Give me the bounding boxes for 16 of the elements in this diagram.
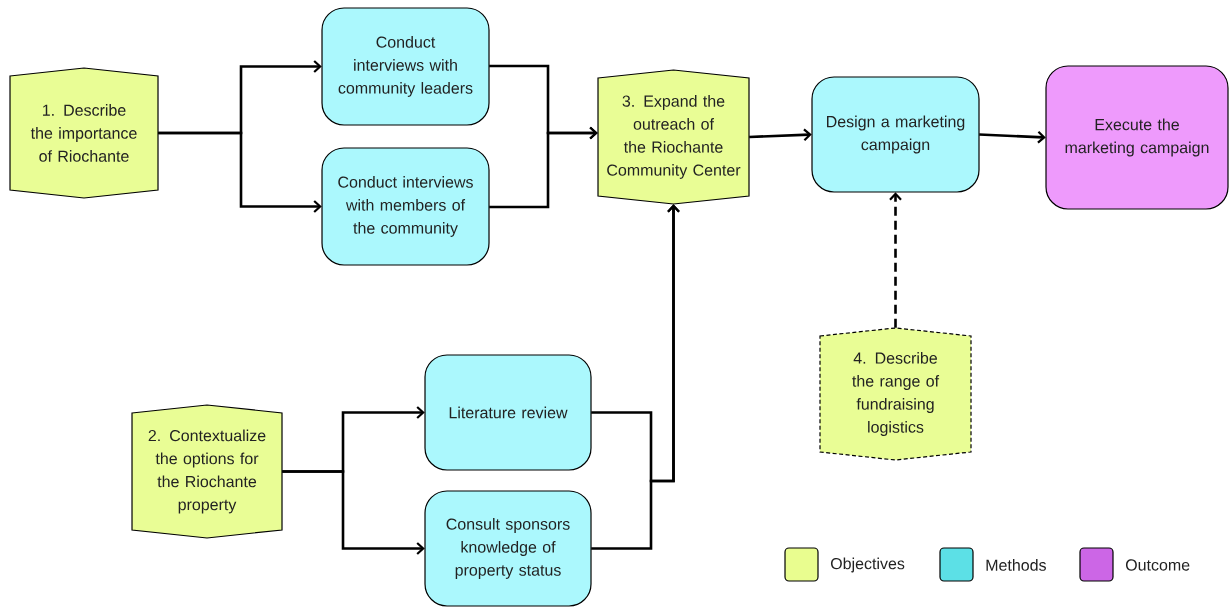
legend-label: Methods [986,559,1046,571]
arrow [489,126,598,209]
arrow [749,128,812,142]
arrow [158,131,322,213]
legend-label: Outcome [1125,559,1190,571]
legend-label: Objectives [830,557,905,573]
method-box: Conduct interviews with members of the community [321,147,490,266]
method-box: Literature review [424,354,592,471]
arrow [591,204,680,550]
arrow [979,130,1046,144]
method-box: Conduct interviews with community leaders [321,7,490,126]
arrow [889,192,902,328]
outcome-box: Execute the marketing campaign [1045,65,1229,210]
arrow [282,470,425,555]
method-box: Consult sponsors knowledge of property status [424,490,592,607]
method-box: Design a marketing campaign [811,76,980,193]
